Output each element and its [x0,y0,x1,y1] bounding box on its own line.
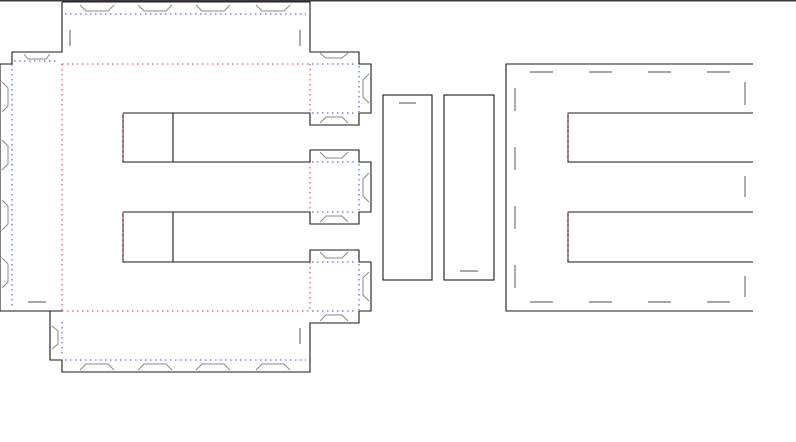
main-box-net [0,1,372,373]
glue-tab [1,139,9,171]
glue-tab [137,363,173,371]
glue-tab [195,363,231,371]
glue-tab [79,363,115,371]
glue-tab [1,257,9,289]
main-net-outline [0,1,372,373]
glue-tab [51,325,59,350]
strip-outline [382,94,433,281]
glue-tab [79,4,115,12]
glue-tab [319,151,349,159]
glue-tab [319,251,349,259]
glue-tab [255,363,291,371]
glue-tab [195,4,231,12]
glue-tab [319,314,349,322]
glue-tab [362,271,370,302]
glue-tab [1,81,9,113]
glue-tab [362,73,370,104]
glue-tab [137,4,173,12]
side-strip-2 [443,94,495,281]
strip-outline [443,94,495,281]
lid-outline [505,63,753,312]
glue-tab [23,53,51,60]
glue-tab [255,4,291,12]
glue-tab [319,116,349,124]
glue-tab [362,172,370,203]
glue-tab [319,52,349,59]
glue-tab [1,199,9,231]
lid-panel [505,63,753,312]
glue-tab [319,215,349,223]
side-strip-1 [382,94,433,281]
